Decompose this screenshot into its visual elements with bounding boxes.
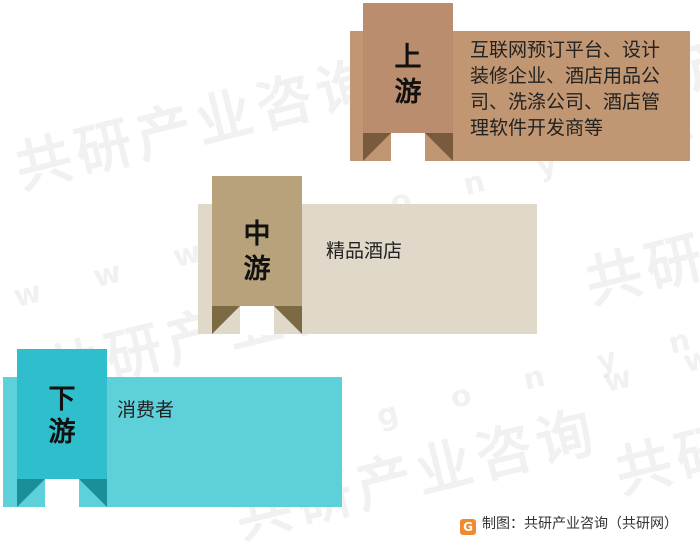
midstream-label-top: 中 [243,219,271,250]
upstream-description: 互联网预订平台、设计装修企业、酒店用品公司、洗涤公司、酒店管理软件开发商等 [470,39,661,139]
midstream-label-bottom: 游 [243,254,271,285]
upstream-notch-left [363,133,391,161]
downstream-description: 消费者 [117,399,175,421]
midstream-notch-left [212,306,240,334]
downstream-notch-left [17,479,45,507]
watermark-brand: 共研产业咨询 [8,48,386,202]
downstream-notch-right [79,479,107,507]
watermark-url: w w w . g o n y n . c o m [599,135,700,401]
watermark-brand: 共研产业咨询 [578,163,700,317]
midstream-tag: 中 游 [212,176,302,306]
downstream-label-bottom: 游 [48,417,76,448]
upstream-tag: 上 游 [363,3,453,133]
downstream-tag: 下 游 [17,349,107,479]
downstream-notch-gap [45,479,79,508]
midstream-notch-right [274,306,302,334]
upstream-label-top: 上 [394,42,422,73]
source-text: 制图：共研产业咨询（共研网） [482,516,678,532]
gonyn-logo-icon: G [460,519,476,535]
source-footer: G 制图：共研产业咨询（共研网） [460,513,678,535]
downstream-label-top: 下 [48,384,76,415]
upstream-notch-gap [391,133,425,162]
upstream-notch-right [425,133,453,161]
midstream-notch-gap [240,306,274,335]
upstream-label-bottom: 游 [394,77,422,108]
midstream-description: 精品酒店 [326,240,403,262]
watermark-brand: 共研产业咨询 [608,353,700,507]
